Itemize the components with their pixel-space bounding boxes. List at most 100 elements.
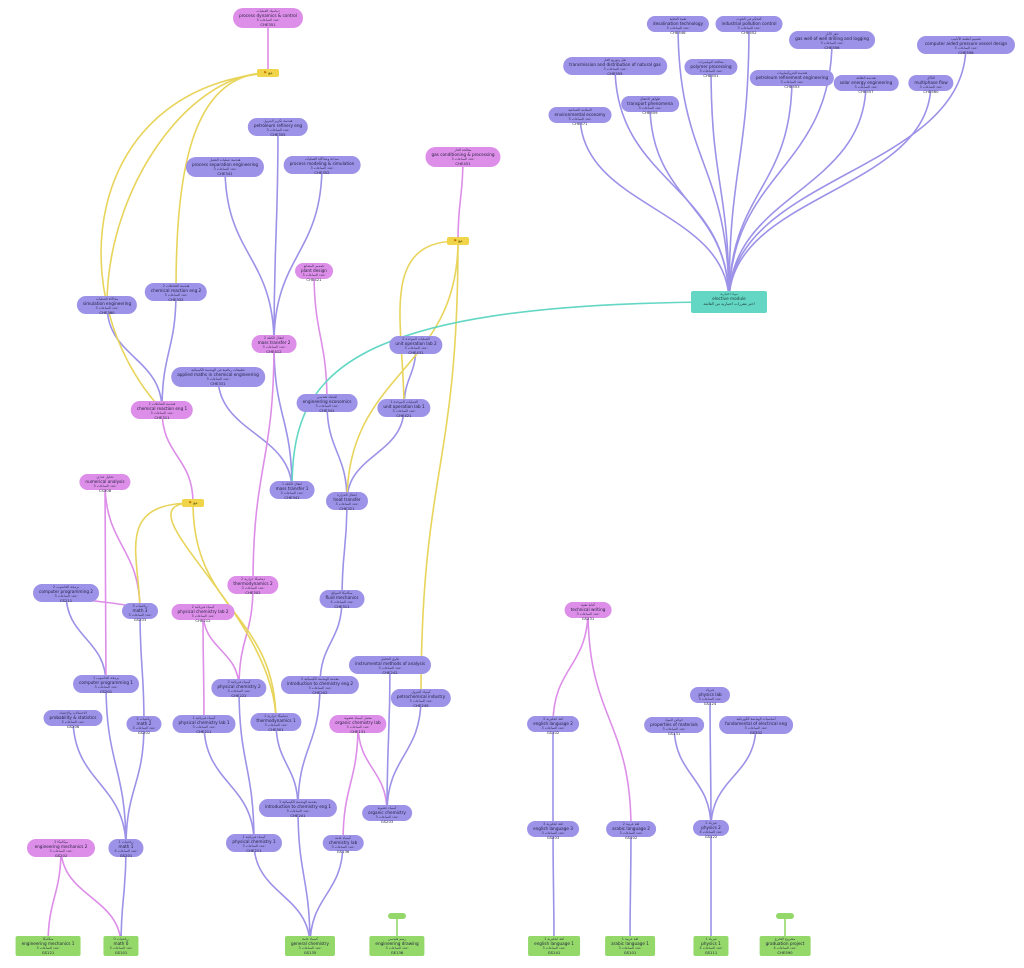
course-code: CHE222 xyxy=(231,692,247,698)
course-arabic-name: العمليات الموحدة 2 xyxy=(402,337,430,341)
course-english-name: thermodynamics 1 xyxy=(256,717,296,723)
course-english-name: math 2 xyxy=(136,720,152,726)
course-credits: 3 عدد الساعات: xyxy=(542,945,566,950)
course-credits: 3 عدد الساعات: xyxy=(109,945,133,950)
course-code: GS124 xyxy=(703,700,717,706)
course-english-name: environmental economy xyxy=(554,111,606,117)
course-english-name: unit operation lab 1 xyxy=(383,403,425,409)
course-credits: 3 عدد الساعات: xyxy=(331,844,355,849)
edge-n_mt1-n_am xyxy=(217,376,293,491)
course-arabic-name: مقدمة الهندسة الكيميائية 1 xyxy=(278,800,318,804)
course-english-name: transmission and distribution of natural… xyxy=(569,61,661,67)
course-english-name: introduction to chemistry eng 2 xyxy=(286,680,354,686)
course-arabic-name: ديناميكا حرارية 2 xyxy=(241,577,265,581)
course-arabic-name: ميكانيكا 2 xyxy=(54,840,68,844)
course-english-name: physics lab xyxy=(698,691,722,697)
edge-n_td2-n_mt2 xyxy=(252,343,275,586)
course-arabic-name: كيمياء عامة xyxy=(301,937,319,941)
course-arabic-name: لغة انجليزية 2 xyxy=(543,717,563,721)
course-english-name: english language 2 xyxy=(533,720,573,726)
course-code: GS102 xyxy=(546,729,560,735)
edge-s_gc-n_pc1 xyxy=(253,842,311,947)
edge-n_tw-n_ar2 xyxy=(587,609,632,830)
course-english-name: plant design xyxy=(301,267,327,273)
course-arabic-name: مواد اختيارية xyxy=(720,292,738,296)
course-credits: 3 عدد الساعات: xyxy=(618,945,642,950)
course-code: CHE301 xyxy=(268,726,284,732)
course-arabic-name: ديناميكا حرارية 1 xyxy=(264,714,288,718)
course-arabic-name: تقنية التحلية xyxy=(669,17,687,21)
course-code: CHE557 xyxy=(858,88,874,94)
start-stub xyxy=(776,913,794,919)
course-code: CHE202 xyxy=(312,689,328,695)
flag-icon: ⚑ xyxy=(263,70,268,75)
